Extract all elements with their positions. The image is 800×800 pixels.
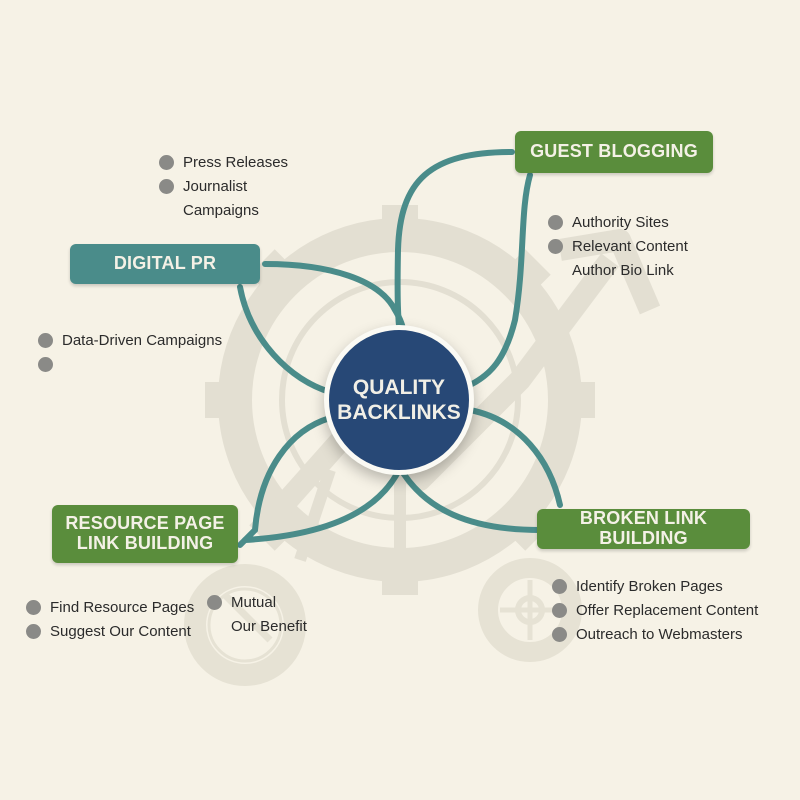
broken-link-list: Identify Broken Pages Offer Replacement … — [552, 575, 758, 647]
list-item: Press Releases — [159, 151, 288, 175]
growth-arrow-icon — [261, 229, 661, 528]
branch-label: DIGITAL PR — [113, 253, 217, 274]
list-item: Author Bio Link — [572, 262, 674, 279]
list-item: Campaigns — [183, 202, 259, 219]
center-label-line1: QUALITY — [352, 375, 446, 399]
branch-node-broken-link-building[interactable]: BROKEN LINK BUILDING — [537, 508, 750, 549]
branch-label-line2: LINK BUILDING — [76, 533, 214, 553]
list-item: Find Resource Pages — [26, 596, 194, 620]
branch-label-line1: RESOURCE PAGE — [65, 513, 225, 534]
branch-label: GUEST BLOGGING — [530, 141, 698, 162]
list-item: Authority Sites — [548, 211, 688, 235]
guest-blogging-list: Authority Sites Relevant Content Author … — [548, 211, 688, 283]
resource-page-list-right: Mutual Our Benefit — [207, 591, 307, 639]
bullet-icon — [38, 333, 53, 348]
list-item: Relevant Content — [548, 235, 688, 259]
list-item: Our Benefit — [231, 618, 307, 635]
bullet-icon — [552, 627, 567, 642]
center-node-quality-backlinks[interactable]: QUALITY BACKLINKS — [324, 325, 474, 475]
resource-page-list-left: Find Resource Pages Suggest Our Content — [26, 596, 194, 644]
connector-lines — [237, 149, 563, 548]
bullet-icon — [207, 595, 222, 610]
list-item — [38, 353, 222, 377]
bullet-icon — [552, 603, 567, 618]
bullet-icon — [159, 155, 174, 170]
branch-node-guest-blogging[interactable]: GUEST BLOGGING — [515, 131, 713, 173]
list-item: Journalist — [159, 175, 288, 199]
list-item: Offer Replacement Content — [552, 599, 758, 623]
gear-icon-small-left — [184, 564, 306, 686]
list-item: Data-Driven Campaigns — [38, 329, 222, 353]
branch-node-digital-pr[interactable]: DIGITAL PR — [70, 244, 260, 284]
list-item: Mutual — [207, 591, 307, 615]
digital-pr-list-top: Press Releases Journalist Campaigns — [159, 151, 288, 223]
bullet-icon — [26, 624, 41, 639]
bullet-icon — [26, 600, 41, 615]
bullet-icon — [159, 179, 174, 194]
branch-label: BROKEN LINK BUILDING — [579, 508, 708, 548]
list-item: Outreach to Webmasters — [552, 623, 758, 647]
bullet-icon — [552, 579, 567, 594]
list-item: Identify Broken Pages — [552, 575, 758, 599]
bullet-icon — [548, 239, 563, 254]
digital-pr-list-bottom: Data-Driven Campaigns — [38, 329, 222, 377]
bullet-icon — [548, 215, 563, 230]
bullet-icon — [38, 357, 53, 372]
gear-icon-small-right — [478, 558, 582, 662]
branch-node-resource-page-link-building[interactable]: RESOURCE PAGE LINK BUILDING — [52, 505, 238, 563]
center-label-line2: BACKLINKS — [337, 401, 461, 424]
list-item: Suggest Our Content — [26, 620, 194, 644]
